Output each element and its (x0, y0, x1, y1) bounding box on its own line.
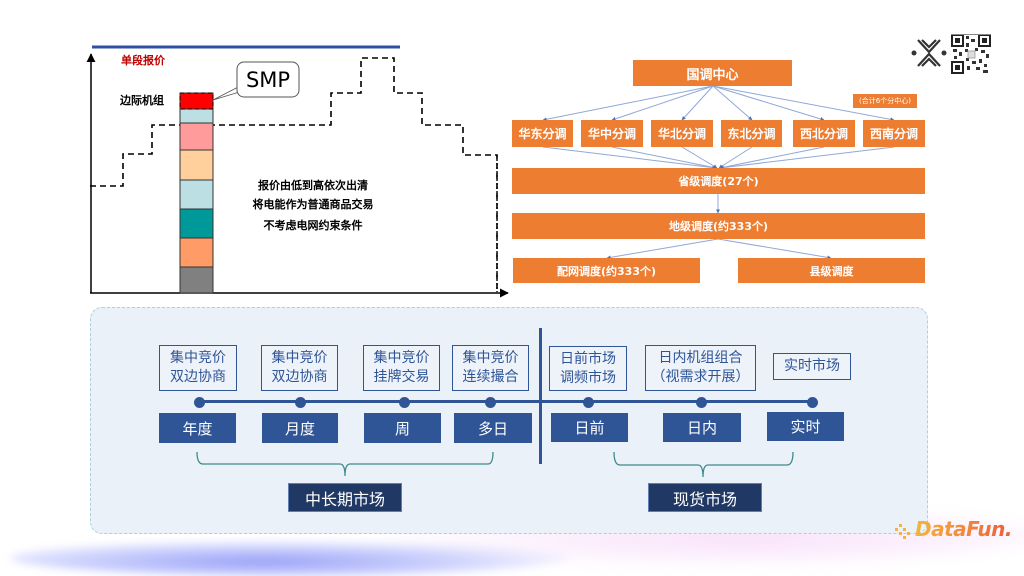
spot-market-label: 现货市场 (648, 483, 762, 512)
period-label: 实时 (767, 412, 844, 441)
connector (719, 146, 825, 170)
org-distribution-node: 配网调度(约333个) (513, 258, 700, 283)
period-label: 日内 (663, 413, 741, 442)
mechanism-line: （视需求开展） (651, 369, 750, 385)
price-step-line (90, 57, 498, 292)
period-label: 月度 (262, 413, 338, 443)
connector (681, 85, 714, 121)
timeline-dot (806, 396, 818, 408)
bid-segment (179, 208, 214, 239)
connector (542, 146, 717, 170)
mechanism-line: 日前市场 (560, 350, 616, 367)
smp-callout (236, 61, 300, 98)
bid-segment (179, 149, 214, 181)
org-region-node: 华中分调 (581, 120, 643, 147)
mechanism-box: 集中竞价 双边协商 (261, 345, 338, 391)
connector (542, 85, 714, 122)
period-label: 年度 (159, 413, 236, 443)
long-term-market-label: 中长期市场 (288, 483, 402, 512)
org-region-node: 华东分调 (512, 120, 573, 147)
period-label: 日前 (551, 413, 628, 442)
connector (717, 238, 832, 260)
mechanism-box: 日内机组组合 （视需求开展） (645, 345, 756, 391)
org-region-node: 东北分调 (721, 120, 782, 147)
mechanism-box: 集中竞价 连续撮合 (452, 345, 529, 391)
datafun-pixel-icon (895, 524, 910, 539)
connector (712, 85, 895, 122)
mechanism-line: 调频市场 (560, 369, 616, 386)
chart-title: 单段报价 (121, 53, 166, 67)
timeline-dot (484, 396, 496, 408)
mechanism-line: 实时市场 (784, 358, 840, 374)
mechanism-line: 连续撮合 (462, 369, 519, 385)
bid-segment (179, 266, 214, 294)
connector (611, 146, 717, 170)
connector (719, 146, 895, 170)
org-region-node: 西北分调 (793, 120, 855, 147)
marginal-unit-label: 边际机组 (119, 93, 164, 107)
decorative-blue-glow (10, 540, 570, 576)
mechanism-box: 日前市场 调频市场 (549, 346, 627, 391)
smp-label: SMP (246, 68, 290, 92)
timeline-dot (193, 396, 205, 408)
marginal-unit-highlight (179, 92, 214, 110)
qr-code-icon (951, 34, 991, 74)
mechanism-line: 集中竞价 (271, 350, 328, 366)
bid-segment (179, 122, 214, 151)
org-region-node: 西南分调 (863, 120, 925, 147)
org-connectors (542, 85, 895, 260)
timeline-dot (294, 396, 306, 408)
mechanism-line: 挂牌交易 (373, 369, 430, 385)
bid-segment (179, 179, 214, 210)
mechanism-line: 集中竞价 (373, 350, 430, 366)
connector (681, 146, 718, 169)
connector (712, 85, 825, 121)
datafun-logo: DataFun. (915, 517, 1012, 541)
bidding-chart: SMP 单段报价 边际机组 报价由低到高依次出清 将电能作为普通商品交易 不考虑… (86, 45, 509, 298)
timeline-dot (695, 396, 707, 408)
org-region-node: 华北分调 (651, 120, 713, 147)
timeline-divider (539, 328, 542, 464)
mechanism-line: 双边协商 (170, 369, 226, 385)
connector (606, 238, 719, 260)
connector (712, 85, 753, 121)
period-label: 多日 (454, 413, 532, 443)
bid-stack (179, 92, 214, 294)
mechanism-line: 集中竞价 (462, 350, 519, 366)
period-label: 周 (364, 413, 441, 443)
org-prefecture-node: 地级调度(约333个) (512, 213, 925, 239)
org-provincial-node: 省级调度(27个) (512, 168, 925, 194)
connector (718, 146, 753, 169)
mechanism-box: 实时市场 (773, 353, 851, 380)
mechanism-box: 集中竞价 挂牌交易 (363, 345, 440, 391)
connector (611, 85, 714, 121)
mechanism-box: 集中竞价 双边协商 (159, 345, 237, 391)
mechanism-line: 集中竞价 (170, 350, 226, 366)
org-root-node: 国调中心 (633, 60, 792, 86)
marginal-unit-segment (179, 92, 214, 110)
org-root-note: (合计6个分中心) (853, 94, 917, 108)
timeline-dot (582, 396, 594, 408)
bid-segment (179, 237, 214, 268)
timeline-dot (398, 396, 410, 408)
bid-segment (179, 108, 214, 124)
note-1: 报价由低到高依次出清 (258, 178, 368, 192)
crossed-lines-logo-icon (911, 39, 947, 67)
note-2: 将电能作为普通商品交易 (253, 197, 374, 211)
mechanism-line: 日内机组组合 (658, 350, 743, 366)
mechanism-line: 双边协商 (271, 369, 328, 385)
org-county-node: 县级调度 (738, 258, 925, 283)
note-3: 不考虑电网约束条件 (264, 218, 363, 232)
timeline-axis (199, 400, 812, 403)
